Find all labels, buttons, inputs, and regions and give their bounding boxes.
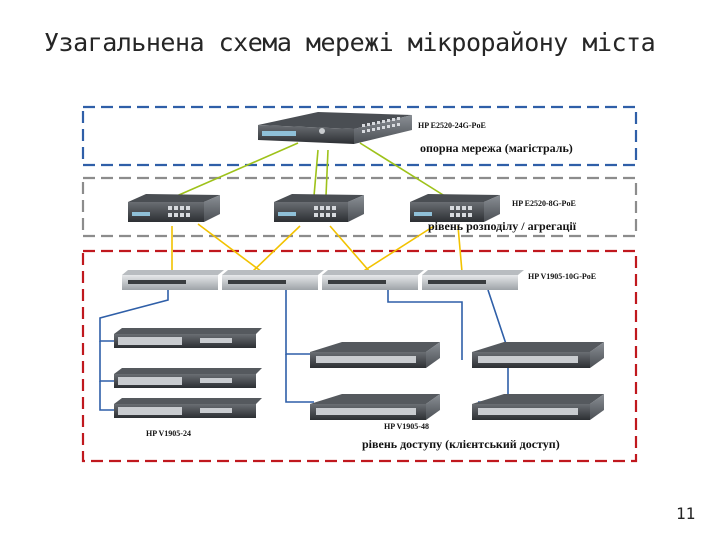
aggregation-switch-3 (322, 270, 424, 290)
access-zone-label: рівень доступу (клієнтський доступ) (362, 437, 560, 451)
access-switch-large-3 (310, 394, 440, 420)
zone-access-box (81, 249, 638, 463)
access-switch-small-1 (114, 328, 262, 348)
core-switch (258, 112, 412, 144)
aggregation-switch-1 (122, 270, 224, 290)
aggregation-switch-4 (422, 270, 524, 290)
slide-title: Узагальнена схема мережі мікрорайону міс… (44, 28, 656, 57)
core-switch-label: HP E2520-24G-PoE (418, 121, 486, 130)
access-switch-large-1 (310, 342, 440, 368)
access-links (99, 289, 509, 411)
access-small-switch-label: HP V1905-24 (146, 429, 191, 438)
zone-distribution-box (81, 176, 638, 238)
zone-core-box (81, 105, 638, 167)
core-zone-label: опорна мережа (магістраль) (420, 141, 573, 155)
distribution-switch-label: HP E2520-8G-PoE (512, 199, 576, 208)
access-switch-small-2 (114, 368, 262, 388)
distribution-switch-3 (410, 194, 500, 222)
access-switch-large-2 (472, 342, 604, 368)
distribution-switch-2 (274, 194, 364, 222)
core-links (171, 142, 449, 199)
aggregation-links (171, 223, 463, 273)
access-switch-small-3 (114, 398, 262, 418)
access-large-switch-label: HP V1905-48 (384, 422, 429, 431)
page-number: 11 (676, 504, 696, 523)
distribution-switch-1 (128, 194, 220, 222)
aggregation-switch-2 (222, 270, 324, 290)
aggregation-switch-label: HP V1905-10G-PoE (528, 272, 596, 281)
distribution-zone-label: рівень розподілу / агрегації (428, 219, 577, 233)
access-switch-large-4 (472, 394, 604, 420)
